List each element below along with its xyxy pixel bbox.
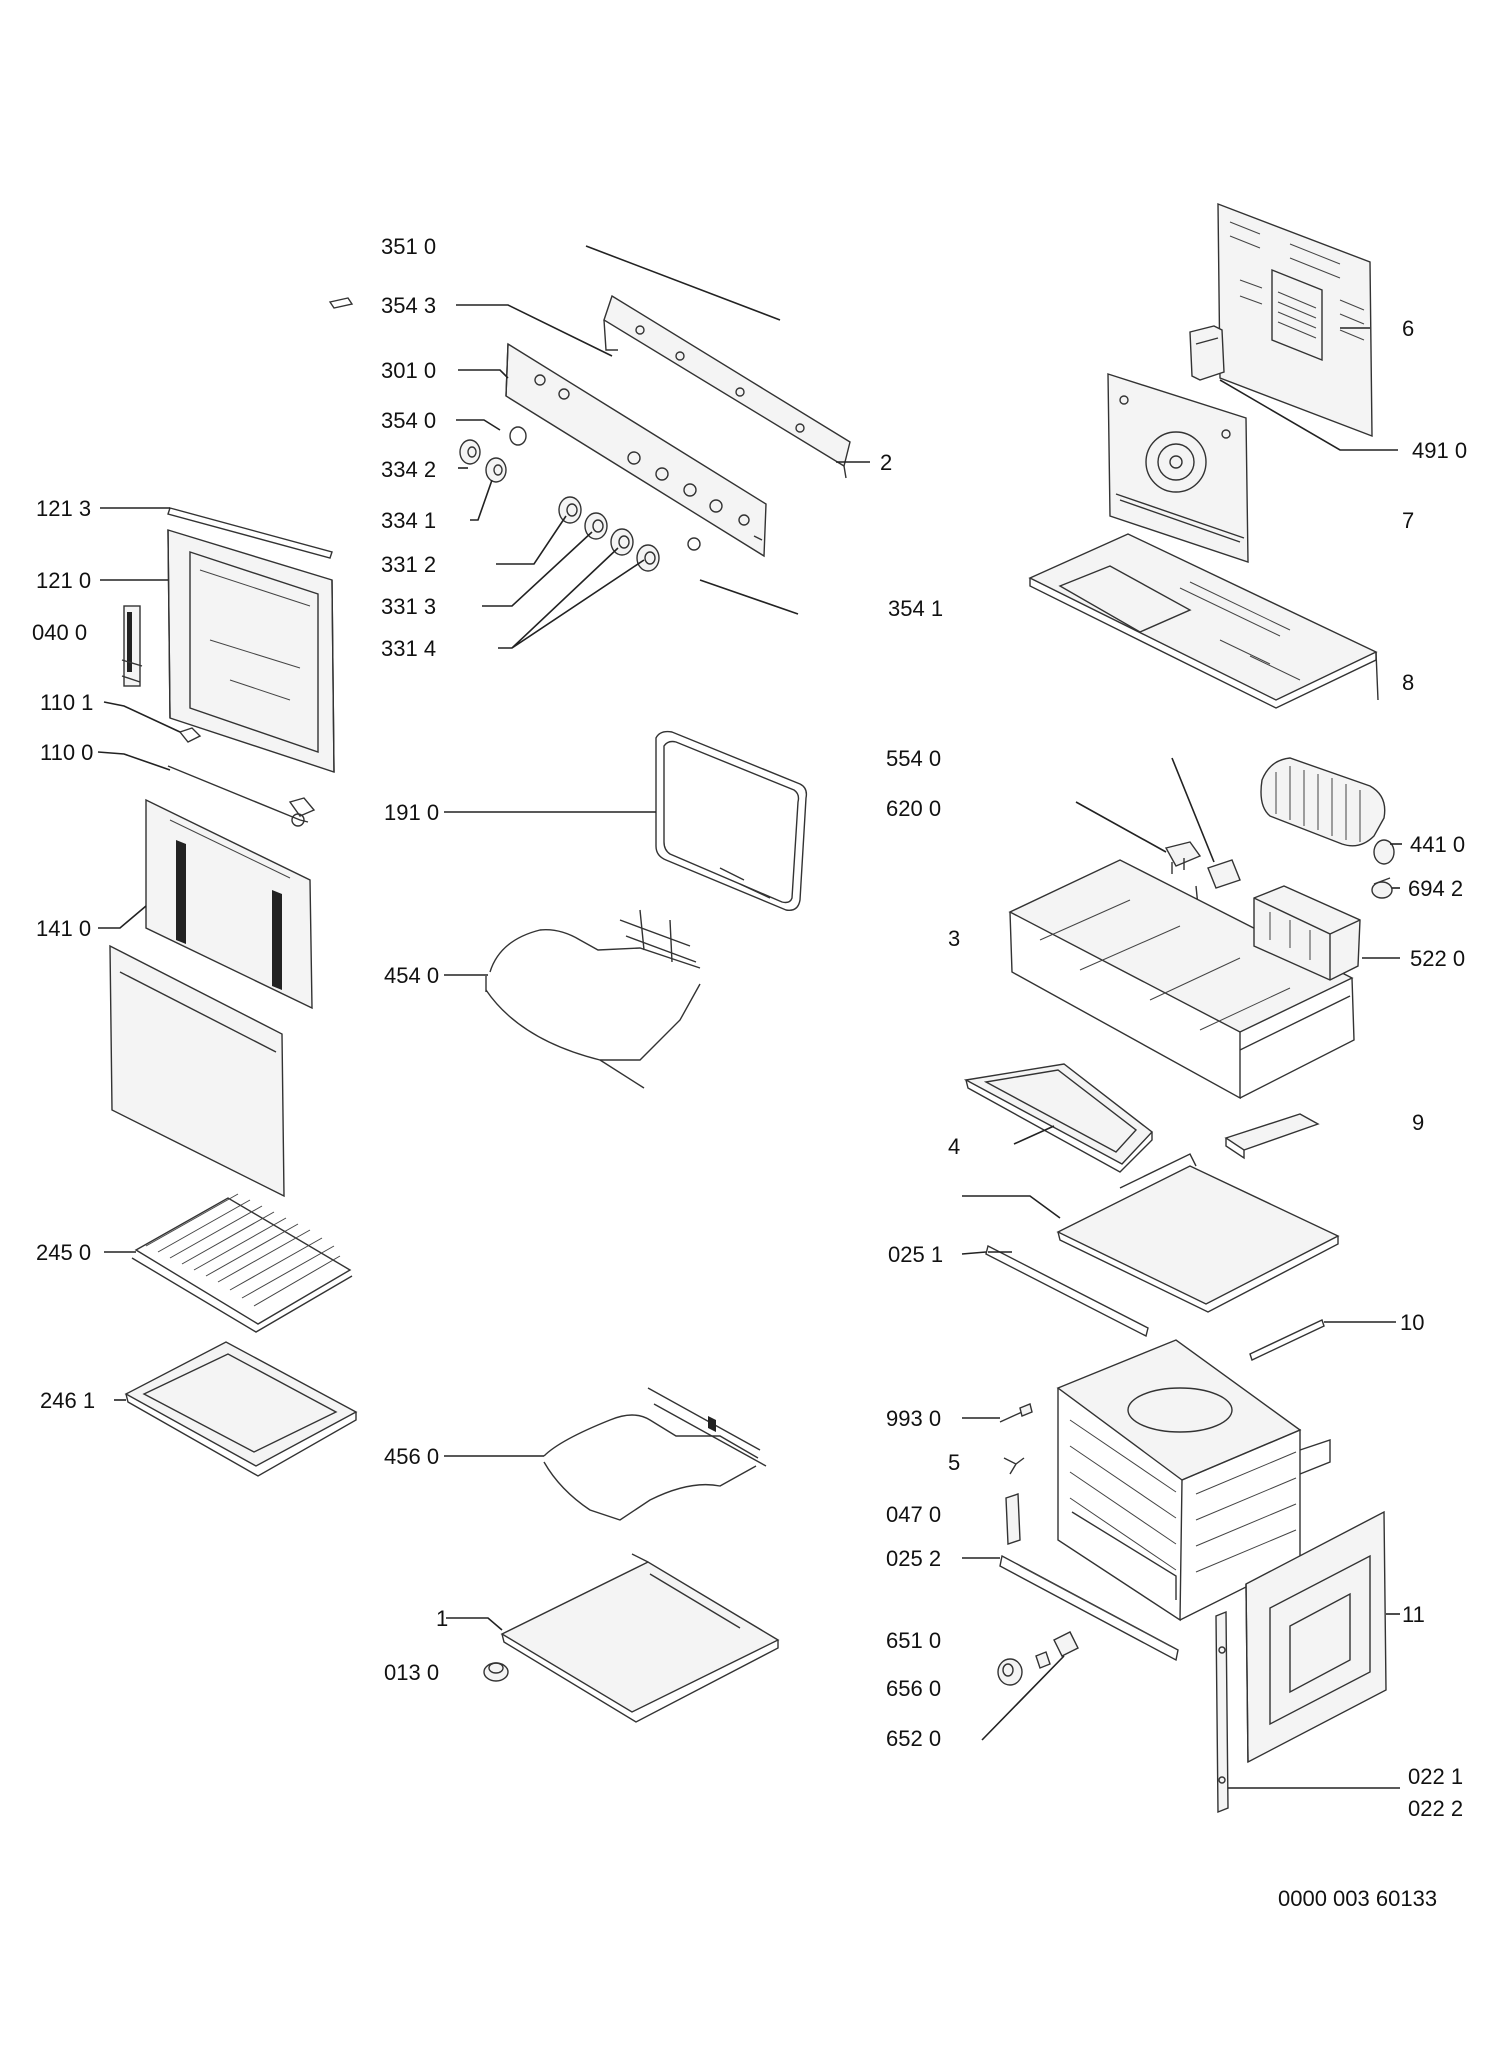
label-656-0: 656 0 xyxy=(886,1676,941,1701)
part-door-glass-outer xyxy=(109,944,285,1198)
label-301-0: 301 0 xyxy=(381,358,436,383)
leader-lines xyxy=(97,245,1402,1789)
label-441-0: 441 0 xyxy=(1410,832,1465,857)
label-620-0: 620 0 xyxy=(886,796,941,821)
part-door-top-strip xyxy=(167,507,333,559)
label-7: 7 xyxy=(1402,508,1414,533)
label-121-0: 121 0 xyxy=(36,568,91,593)
part-door-clip xyxy=(167,727,316,827)
part-hinge xyxy=(121,605,143,687)
label-9: 9 xyxy=(1412,1110,1424,1135)
part-relay-block xyxy=(1253,885,1361,981)
label-2: 2 xyxy=(880,450,892,475)
part-labels: 351 0 354 3 301 0 354 0 334 2 334 1 331 … xyxy=(32,234,1467,1911)
label-354-0: 354 0 xyxy=(381,408,436,433)
label-456-0: 456 0 xyxy=(384,1444,439,1469)
label-5: 5 xyxy=(948,1450,960,1475)
label-6: 6 xyxy=(1402,316,1414,341)
part-tangential-fan xyxy=(1260,757,1395,865)
label-022-2: 022 2 xyxy=(1408,1796,1463,1821)
label-3: 3 xyxy=(948,926,960,951)
part-upper-heating-element xyxy=(485,909,701,1089)
label-334-1: 334 1 xyxy=(381,508,436,533)
part-foot xyxy=(483,1662,509,1682)
part-small-bracket xyxy=(1224,1113,1320,1160)
part-control-bracket xyxy=(603,294,851,479)
part-side-rail-lower xyxy=(999,1554,1179,1662)
label-047-0: 047 0 xyxy=(886,1502,941,1527)
part-knobs-main xyxy=(558,496,701,572)
part-047-bracket xyxy=(1005,1493,1021,1545)
part-electrical-tray xyxy=(1008,859,1355,1100)
part-thermostat-components xyxy=(1164,841,1241,907)
part-bottom-plate xyxy=(500,1553,780,1723)
label-331-3: 331 3 xyxy=(381,594,436,619)
part-lamp-assembly xyxy=(997,1631,1079,1686)
part-side-rail-upper xyxy=(985,1244,1149,1338)
label-025-2: 025 2 xyxy=(886,1546,941,1571)
label-110-0: 110 0 xyxy=(40,740,93,765)
label-121-3: 121 3 xyxy=(36,496,91,521)
label-694-2: 694 2 xyxy=(1408,876,1463,901)
part-baking-tray xyxy=(124,1341,358,1477)
part-side-panel xyxy=(963,1063,1154,1173)
label-10: 10 xyxy=(1400,1310,1424,1335)
label-246-1: 246 1 xyxy=(40,1388,95,1413)
label-110-1: 110 1 xyxy=(40,690,93,715)
label-331-2: 331 2 xyxy=(381,552,436,577)
part-lower-heating-element xyxy=(543,1387,767,1521)
label-141-0: 141 0 xyxy=(36,916,91,941)
label-652-0: 652 0 xyxy=(886,1726,941,1751)
label-351-0: 351 0 xyxy=(381,234,436,259)
label-651-0: 651 0 xyxy=(886,1628,941,1653)
label-331-4: 331 4 xyxy=(381,636,436,661)
label-354-1: 354 1 xyxy=(888,596,943,621)
label-8: 8 xyxy=(1402,670,1414,695)
part-top-cover xyxy=(1028,533,1379,709)
label-1: 1 xyxy=(436,1606,448,1631)
label-354-3: 354 3 xyxy=(381,293,436,318)
part-rod xyxy=(1249,1319,1325,1361)
part-inner-door-frame xyxy=(167,529,335,773)
document-number: 0000 003 60133 xyxy=(1278,1886,1437,1911)
part-bracket-5 xyxy=(1003,1457,1025,1475)
label-013-0: 013 0 xyxy=(384,1660,439,1685)
label-11: 11 xyxy=(1402,1602,1425,1627)
part-knobs-small xyxy=(459,426,527,483)
label-491-0: 491 0 xyxy=(1412,438,1467,463)
part-back-wall-fan xyxy=(1107,373,1249,563)
label-025-1: 025 1 xyxy=(888,1242,943,1267)
part-switch-box xyxy=(1189,325,1225,381)
label-454-0: 454 0 xyxy=(384,963,439,988)
part-rear-panel xyxy=(1217,202,1373,438)
label-191-0: 191 0 xyxy=(384,800,439,825)
part-694-cap xyxy=(1371,877,1393,899)
label-554-0: 554 0 xyxy=(886,746,941,771)
label-4: 4 xyxy=(948,1134,960,1159)
label-245-0: 245 0 xyxy=(36,1240,91,1265)
label-993-0: 993 0 xyxy=(886,1406,941,1431)
part-oven-seal xyxy=(655,730,808,911)
label-522-0: 522 0 xyxy=(1410,946,1465,971)
part-oven-top-plate xyxy=(1056,1153,1340,1313)
part-351-pin xyxy=(328,297,354,309)
part-door-glass-inner xyxy=(145,798,313,1010)
label-334-2: 334 2 xyxy=(381,457,436,482)
part-vertical-strip xyxy=(1215,1610,1229,1814)
part-wire-rack xyxy=(131,1193,353,1333)
part-side-frame xyxy=(1245,1510,1387,1764)
part-control-panel-front xyxy=(505,342,767,558)
part-oven-cavity xyxy=(1056,1339,1331,1622)
label-022-1: 022 1 xyxy=(1408,1764,1463,1789)
part-screw xyxy=(999,1403,1033,1423)
label-040-0: 040 0 xyxy=(32,620,87,645)
